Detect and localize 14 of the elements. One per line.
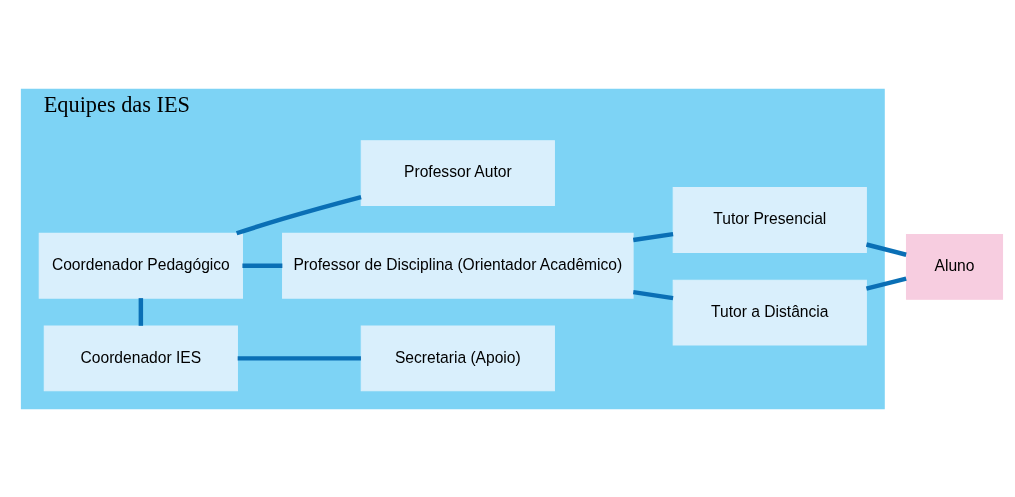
node-box: Tutor a Distância [672, 279, 867, 346]
connector [138, 297, 144, 326]
connector [237, 355, 361, 361]
node-box: Secretaria (Apoio) [360, 324, 555, 391]
node-box: Professor de Disciplina (Orientador Acadêmico) [282, 232, 634, 299]
connector [235, 194, 362, 235]
connector [632, 231, 674, 242]
node-box: Coordenador IES [43, 324, 238, 391]
connector [242, 263, 283, 268]
node-box: Professor Autor [360, 139, 555, 206]
connector [632, 289, 674, 300]
node-box: Aluno [905, 233, 1004, 300]
node-box: Tutor Presencial [672, 186, 867, 253]
node-box: Coordenador Pedagógico [38, 232, 243, 299]
